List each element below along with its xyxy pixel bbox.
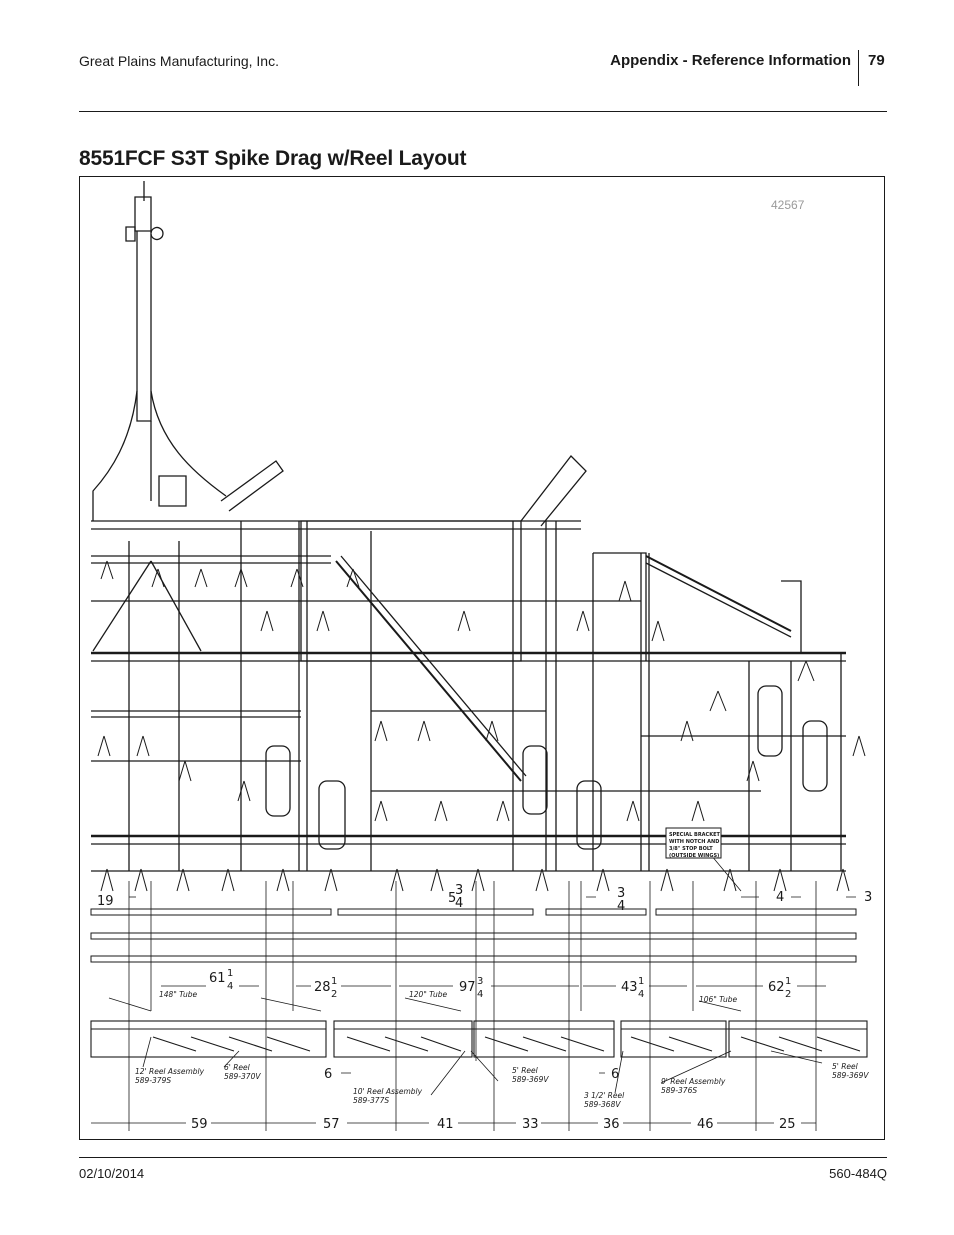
- callout-6-reel: 6' Reel: [224, 1063, 251, 1072]
- callout-3-5-reel: 3 1/2' Reel: [584, 1091, 625, 1100]
- callout-10-reel: 10' Reel Assembly: [353, 1087, 423, 1096]
- dim-5-whole: 5: [448, 891, 456, 906]
- footer-doc-number: 560-484Q: [829, 1166, 887, 1181]
- dim-28-whole: 28: [314, 980, 331, 995]
- dim-5-den: 4: [455, 896, 463, 911]
- layout-drawing-frame: 19 5 3 4 3 4 4 3 61 1 4 28 1 2 97 3 4 43…: [79, 176, 885, 1140]
- callout-3-5-reel-part: 589-368V: [584, 1100, 621, 1109]
- figure-id: 42567: [771, 198, 805, 212]
- dim-28-num: 1: [331, 976, 337, 987]
- header-rule: [79, 111, 887, 112]
- dim-3: 3: [864, 890, 872, 905]
- page-title: 8551FCF S3T Spike Drag w/Reel Layout: [79, 147, 467, 170]
- dim-3-4-num: 3: [617, 886, 625, 901]
- bottom-dim-57: 57: [323, 1117, 340, 1132]
- bottom-dim-25: 25: [779, 1117, 796, 1132]
- dim-97-den: 4: [477, 989, 483, 1000]
- dim-4: 4: [776, 890, 784, 905]
- dim-62-den: 2: [785, 989, 791, 1000]
- dim-5-num: 3: [455, 883, 463, 898]
- dim-61-den: 4: [227, 981, 233, 992]
- dim-62-whole: 62: [768, 980, 785, 995]
- bracket-note-2: WITH NOTCH AND: [669, 839, 719, 845]
- dim-43-whole: 43: [621, 980, 638, 995]
- company-name: Great Plains Manufacturing, Inc.: [79, 53, 279, 69]
- callout-5-reel-b: 5' Reel: [832, 1062, 859, 1071]
- callout-5-reel-b-part: 589-369V: [832, 1071, 869, 1080]
- dim-62-num: 1: [785, 976, 791, 987]
- bottom-dim-33: 33: [522, 1117, 539, 1132]
- bottom-dim-59: 59: [191, 1117, 208, 1132]
- callout-9-reel: 9' Reel Assembly: [661, 1077, 726, 1086]
- dim-61-num: 1: [227, 968, 233, 979]
- header-divider: [858, 50, 859, 86]
- footer-date: 02/10/2014: [79, 1166, 145, 1181]
- gap-dim-6b: 6: [611, 1067, 619, 1082]
- tube-106-label: 106" Tube: [699, 995, 737, 1004]
- bottom-dim-36: 36: [603, 1117, 620, 1132]
- dim-61-whole: 61: [209, 971, 226, 986]
- tube-120-label: 120" Tube: [409, 990, 447, 999]
- bottom-dim-41: 41: [437, 1117, 454, 1132]
- dim-43-num: 1: [638, 976, 644, 987]
- callout-9-reel-part: 589-376S: [661, 1086, 697, 1095]
- callout-5-reel-a-part: 589-369V: [512, 1075, 549, 1084]
- dim-28-den: 2: [331, 989, 337, 1000]
- dim-3-4-den: 4: [617, 899, 625, 914]
- callout-10-reel-part: 589-377S: [353, 1096, 389, 1105]
- footer-rule: [79, 1157, 887, 1158]
- callout-6-reel-part: 589-370V: [224, 1072, 261, 1081]
- callout-12-reel-part: 589-379S: [135, 1076, 171, 1085]
- callout-12-reel: 12' Reel Assembly: [135, 1067, 205, 1076]
- dim-19: 19: [97, 894, 114, 909]
- bracket-note-3: 3/8" STOP BOLT: [669, 846, 713, 852]
- tube-148-label: 148" Tube: [159, 990, 197, 999]
- dim-43-den: 4: [638, 989, 644, 1000]
- section-title: Appendix - Reference Information: [610, 52, 851, 69]
- callout-5-reel-a: 5' Reel: [512, 1066, 539, 1075]
- layout-drawing: 19 5 3 4 3 4 4 3 61 1 4 28 1 2 97 3 4 43…: [90, 181, 872, 1132]
- dim-97-num: 3: [477, 976, 483, 987]
- dim-97-whole: 97: [459, 980, 476, 995]
- bracket-note-1: SPECIAL BRACKET: [669, 832, 720, 838]
- page-number: 79: [868, 52, 885, 69]
- bracket-note-4: (OUTSIDE WINGS): [669, 853, 719, 859]
- bottom-dim-46: 46: [697, 1117, 714, 1132]
- gap-dim-6a: 6: [324, 1067, 332, 1082]
